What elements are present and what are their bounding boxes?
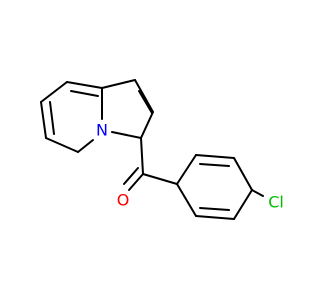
structure-canvas: N O Cl — [40, 79, 284, 220]
chlorine-atom-label: Cl — [268, 193, 284, 212]
carbonyl-group — [123, 137, 178, 191]
pyrrole-ring — [101, 79, 154, 139]
chlorophenyl-ring — [176, 154, 264, 220]
nitrogen-atom-label: N — [96, 121, 108, 140]
pyridine-ring — [40, 81, 103, 153]
oxygen-atom-label: O — [117, 191, 130, 210]
